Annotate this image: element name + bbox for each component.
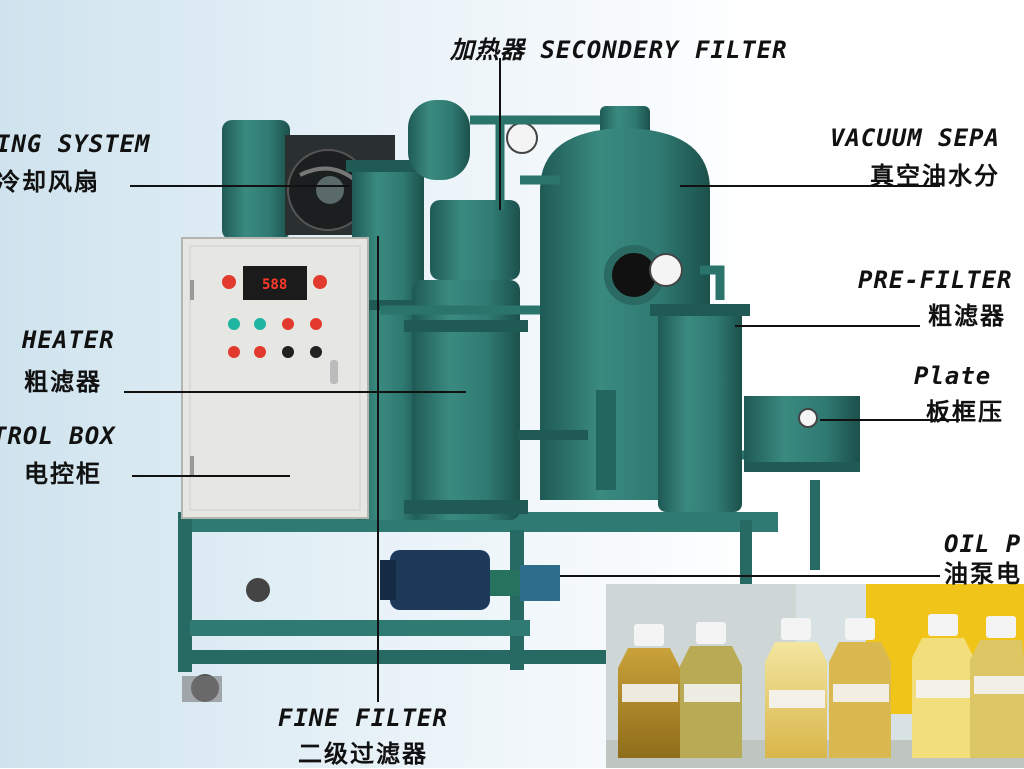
label-finefilter-cn: 二级过滤器 <box>298 740 428 768</box>
bottle-1 <box>618 624 680 758</box>
label-finefilter-en: FINE FILTER <box>278 704 448 732</box>
label-heater-cn: 粗滤器 <box>24 368 102 396</box>
label-vacuum-cn: 真空油水分 <box>870 162 1000 190</box>
label-cooling-cn: 冷却风扇 <box>0 168 100 196</box>
label-control-cn: 电控柜 <box>24 460 102 488</box>
label-heater-en: HEATER <box>22 326 115 354</box>
label-vacuum-en: VACUUM SEPA <box>830 124 1000 152</box>
label-prefilter-en: PRE-FILTER <box>858 266 1013 294</box>
bottle-4 <box>829 618 891 758</box>
leader-lines <box>124 58 960 702</box>
bottle-6 <box>970 616 1024 758</box>
bottle-2 <box>680 622 742 758</box>
heater-column <box>404 100 528 520</box>
label-control-en: TROL BOX <box>0 422 116 450</box>
oil-pump-motor <box>380 550 560 610</box>
oil-sample-photo <box>606 584 1024 768</box>
label-cooling-en: ING SYSTEM <box>0 130 151 158</box>
label-plate-cn: 板框压 <box>926 398 1004 426</box>
control-display: 588 <box>262 277 287 293</box>
fine-filter-column <box>346 160 430 520</box>
control-cabinet <box>181 237 369 519</box>
label-oilpump-en: OIL P <box>944 530 1022 558</box>
label-plate-en: Plate <box>914 362 992 390</box>
bottle-5 <box>912 614 974 758</box>
base-frame <box>178 480 820 702</box>
pre-filter <box>650 304 750 512</box>
label-prefilter-cn: 粗滤器 <box>928 302 1006 330</box>
label-top-heater: 加热器 SECONDERY FILTER <box>450 36 788 64</box>
label-oilpump-cn: 油泵电 <box>944 560 1022 588</box>
bottle-3 <box>765 618 827 758</box>
plate-filter <box>744 396 860 472</box>
